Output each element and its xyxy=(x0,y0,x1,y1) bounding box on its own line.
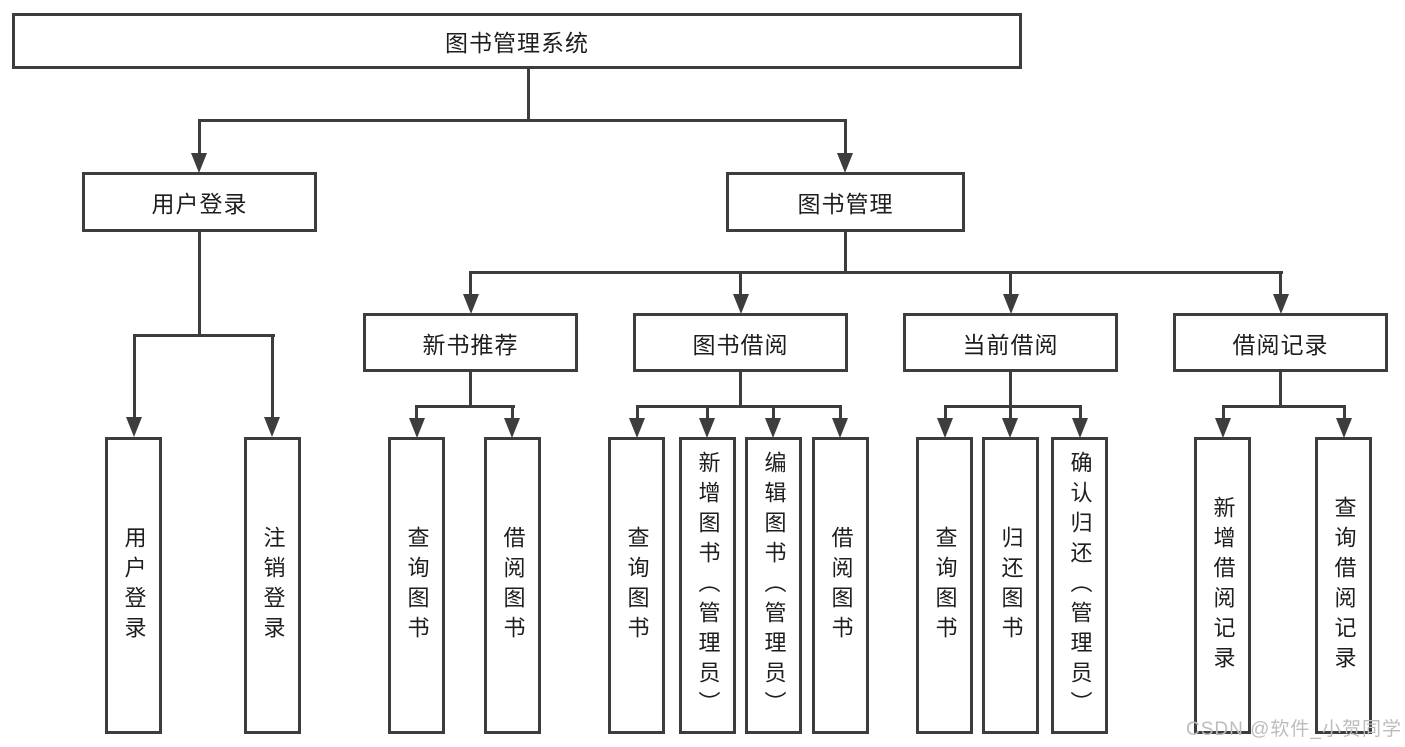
leaf-return-books: 归还图书 xyxy=(982,437,1039,734)
arrowhead-down-icon xyxy=(264,417,280,437)
leaf-add-books-admin: 新增图书（管理员） xyxy=(679,437,736,734)
arrowhead-down-icon xyxy=(1002,294,1019,314)
leaf-query-books-current: 查询图书 xyxy=(916,437,973,734)
arrowhead-down-icon xyxy=(699,418,715,438)
leaf-label: 查询借阅记录 xyxy=(1331,495,1357,676)
leaf-label: 编辑图书（管理员） xyxy=(761,450,787,721)
connector-line xyxy=(415,406,418,419)
leaf-label: 归还图书 xyxy=(998,525,1024,646)
leaf-label: 确认归还（管理员） xyxy=(1067,450,1093,721)
node-user-login-label: 用户登录 xyxy=(151,191,248,217)
leaf-confirm-return-admin: 确认归还（管理员） xyxy=(1051,437,1108,734)
connector-line xyxy=(469,272,472,296)
node-current-borrow-label: 当前借阅 xyxy=(962,331,1059,358)
arrowhead-down-icon xyxy=(937,418,953,438)
connector-line xyxy=(843,120,847,154)
arrowhead-down-icon xyxy=(629,418,645,438)
arrowhead-down-icon xyxy=(191,153,207,173)
arrowhead-down-icon xyxy=(1336,418,1352,438)
connector-line xyxy=(843,231,847,273)
leaf-borrow-books: 借阅图书 xyxy=(812,437,869,734)
leaf-query-books-recommend: 查询图书 xyxy=(388,437,445,734)
node-book-management: 图书管理 xyxy=(726,172,965,232)
arrowhead-down-icon xyxy=(732,294,749,314)
connector-line xyxy=(1008,406,1012,419)
connector-line xyxy=(635,406,639,419)
node-current-borrow: 当前借阅 xyxy=(903,313,1118,372)
leaf-label: 查询图书 xyxy=(404,525,430,646)
node-book-management-label: 图书管理 xyxy=(797,191,894,217)
arrowhead-down-icon xyxy=(462,294,479,314)
arrowhead-down-icon xyxy=(832,418,848,438)
connector-line xyxy=(469,370,472,408)
arrowhead-down-icon xyxy=(126,417,142,437)
leaf-edit-books-admin: 编辑图书（管理员） xyxy=(745,437,802,734)
connector-line xyxy=(197,120,201,154)
leaf-borrow-books-recommend: 借阅图书 xyxy=(484,437,541,734)
connector-line xyxy=(1221,406,1225,419)
leaf-query-books-borrow: 查询图书 xyxy=(608,437,665,734)
leaf-user-login-action: 用户登录 xyxy=(105,437,162,734)
node-new-book-recommend: 新书推荐 xyxy=(363,313,578,372)
connector-line xyxy=(1342,406,1346,419)
arrowhead-down-icon xyxy=(1215,418,1231,438)
connector-line xyxy=(1009,370,1012,408)
leaf-label: 借阅图书 xyxy=(500,525,526,646)
connector-line xyxy=(1078,406,1082,419)
connector-line xyxy=(771,406,775,419)
connector-line xyxy=(943,406,947,419)
leaf-label: 借阅图书 xyxy=(828,525,854,646)
connector-line xyxy=(526,68,530,121)
node-borrow-records: 借阅记录 xyxy=(1173,313,1388,372)
node-book-borrow: 图书借阅 xyxy=(633,313,848,372)
arrowhead-down-icon xyxy=(1072,418,1088,438)
node-new-book-recommend-label: 新书推荐 xyxy=(422,331,519,358)
arrowhead-down-icon xyxy=(1272,294,1289,314)
arrowhead-down-icon xyxy=(1002,418,1018,438)
connector-line xyxy=(270,335,274,418)
leaf-add-borrow-record: 新增借阅记录 xyxy=(1194,437,1251,734)
connector-line xyxy=(197,119,847,122)
connector-line xyxy=(635,405,842,408)
connector-line xyxy=(1279,272,1282,296)
node-book-borrow-label: 图书借阅 xyxy=(692,331,789,358)
node-root: 图书管理系统 xyxy=(12,13,1022,69)
leaf-label: 注销登录 xyxy=(260,525,286,646)
connector-line xyxy=(415,405,515,408)
arrowhead-down-icon xyxy=(765,418,781,438)
leaf-label: 新增图书（管理员） xyxy=(695,450,721,721)
leaf-label: 查询图书 xyxy=(932,525,958,646)
connector-line xyxy=(1221,405,1346,408)
node-user-login: 用户登录 xyxy=(82,172,317,232)
node-root-label: 图书管理系统 xyxy=(445,30,589,56)
connector-line xyxy=(943,405,1082,408)
leaf-query-borrow-record: 查询借阅记录 xyxy=(1315,437,1372,734)
leaf-label: 新增借阅记录 xyxy=(1210,495,1236,676)
node-borrow-records-label: 借阅记录 xyxy=(1232,331,1329,358)
connector-line xyxy=(197,231,201,336)
connector-line xyxy=(469,271,1283,274)
arrowhead-down-icon xyxy=(504,418,520,438)
connector-line xyxy=(705,406,709,419)
connector-line xyxy=(739,370,742,408)
leaf-logout-action: 注销登录 xyxy=(244,437,301,734)
leaf-label: 用户登录 xyxy=(121,525,147,646)
connector-line xyxy=(510,406,514,419)
connector-line xyxy=(739,272,742,296)
arrowhead-down-icon xyxy=(408,418,425,438)
connector-line xyxy=(132,335,136,418)
connector-line xyxy=(132,334,275,337)
leaf-label: 查询图书 xyxy=(624,525,650,646)
connector-line xyxy=(1279,370,1282,408)
watermark: CSDN @软件_小贺同学 xyxy=(1186,719,1402,740)
arrowhead-down-icon xyxy=(837,153,853,173)
connector-line xyxy=(1009,272,1012,296)
connector-line xyxy=(838,406,842,419)
